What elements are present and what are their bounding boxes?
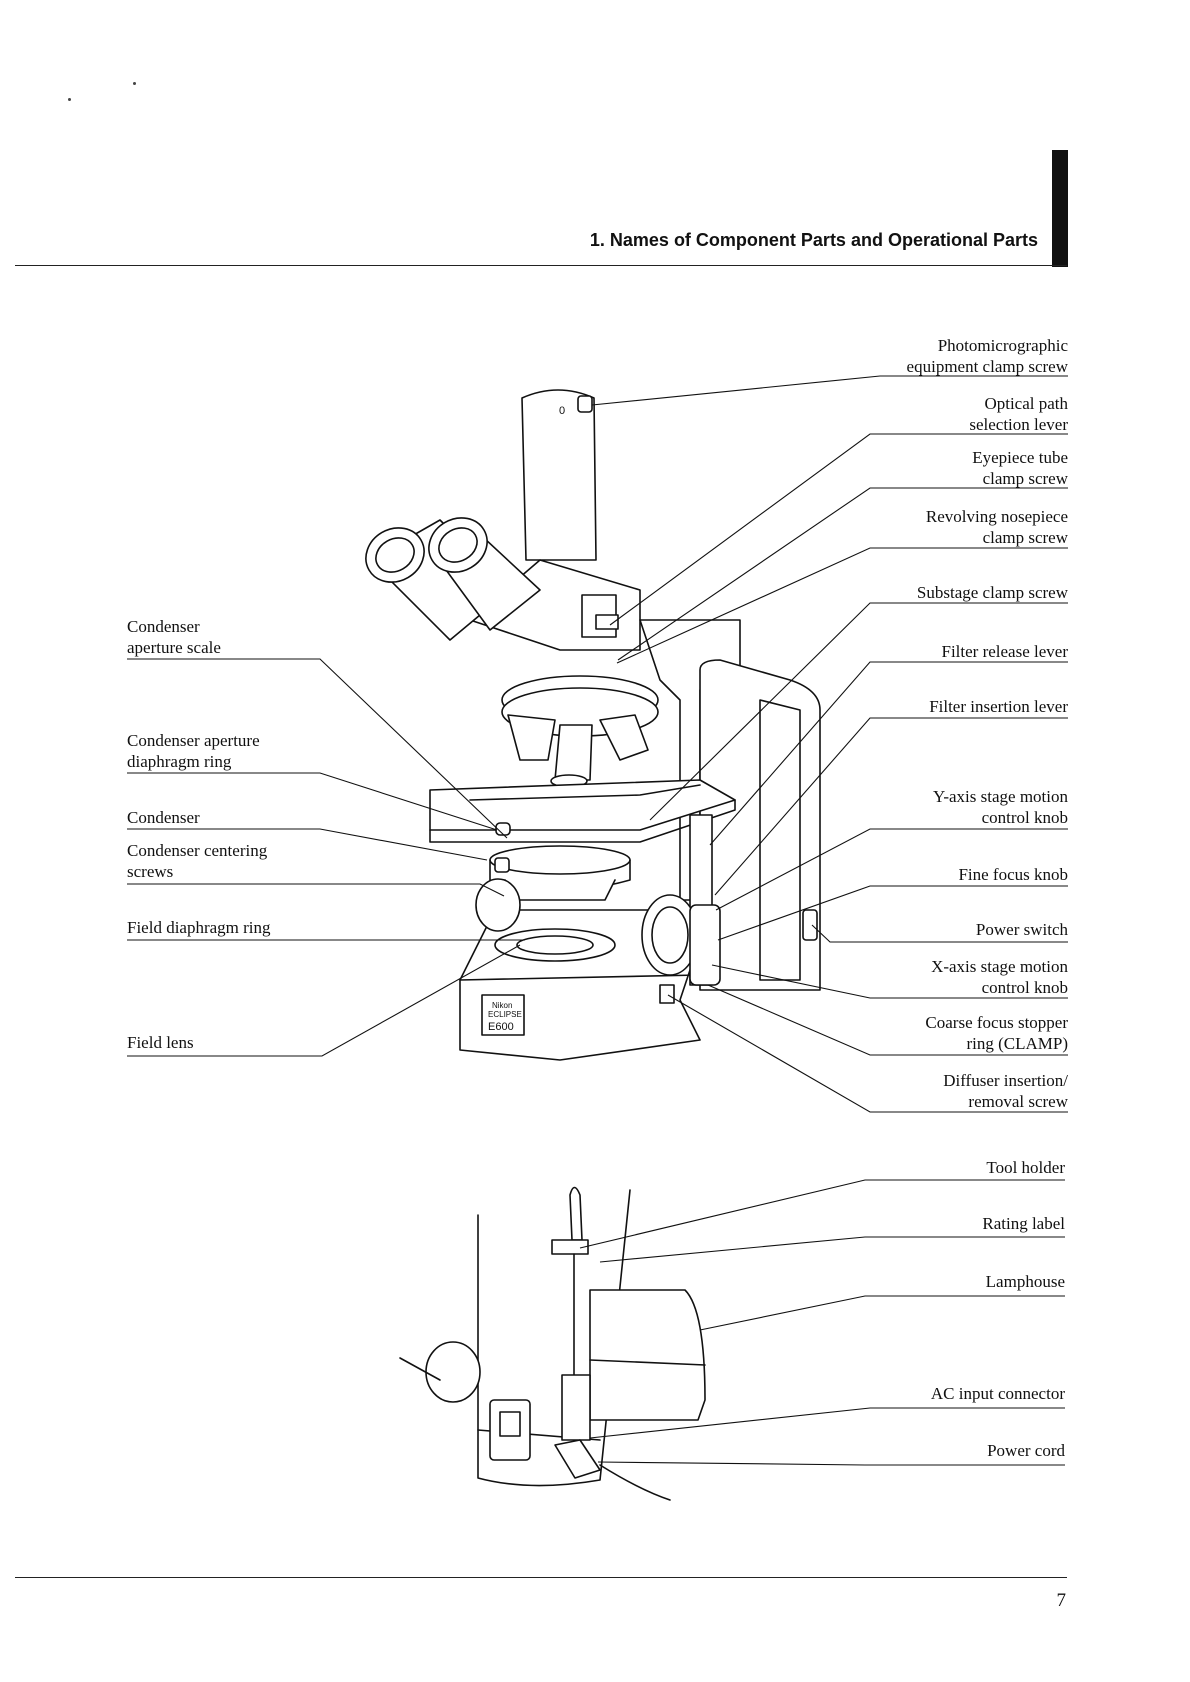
camera-tube-mark: 0 xyxy=(559,405,565,417)
label-condenser-aperture-scale: Condenser aperture scale xyxy=(127,617,221,657)
label-power-cord: Power cord xyxy=(987,1441,1065,1460)
leader-lines xyxy=(127,375,1068,1466)
label-coarse-focus-stopper-ring: Coarse focus stopper ring (CLAMP) xyxy=(925,1013,1068,1053)
brand-plate-line: Nikon xyxy=(492,1001,512,1010)
label-field-diaphragm-ring: Field diaphragm ring xyxy=(127,918,271,937)
chapter-title: 1. Names of Component Parts and Operatio… xyxy=(589,230,1038,250)
label-field-lens: Field lens xyxy=(127,1033,194,1052)
label-filter-insertion-lever: Filter insertion lever xyxy=(929,697,1068,716)
label-lamphouse: Lamphouse xyxy=(985,1272,1065,1291)
page-number: 7 xyxy=(1056,1590,1067,1611)
label-eyepiece-tube-clamp-screw: Eyepiece tube clamp screw xyxy=(972,448,1068,488)
label-condenser: Condenser xyxy=(127,808,200,827)
brand-plate: Nikon ECLIPSE E600 xyxy=(488,1001,522,1033)
label-tool-holder: Tool holder xyxy=(986,1158,1065,1177)
label-revolving-nosepiece-clamp-screw: Revolving nosepiece clamp screw xyxy=(925,507,1068,547)
margin-speck xyxy=(68,98,71,101)
brand-plate-line: ECLIPSE xyxy=(488,1010,522,1019)
header-rule xyxy=(15,265,1067,266)
microscope-main-drawing xyxy=(365,389,821,1061)
label-rating-label: Rating label xyxy=(982,1214,1065,1233)
label-condenser-centering-screws: Condenser centering screws xyxy=(127,841,268,881)
label-substage-clamp-screw: Substage clamp screw xyxy=(916,583,1068,602)
label-x-axis-stage-control-knob: X-axis stage motion control knob xyxy=(931,957,1068,997)
label-ac-input-connector: AC input connector xyxy=(930,1384,1065,1403)
margin-speck xyxy=(133,82,136,85)
label-y-axis-stage-control-knob: Y-axis stage motion control knob xyxy=(932,787,1068,827)
brand-plate-line: E600 xyxy=(488,1021,514,1033)
label-diffuser-insertion-removal-screw: Diffuser insertion/ removal screw xyxy=(943,1071,1068,1111)
label-filter-release-lever: Filter release lever xyxy=(941,642,1069,661)
label-fine-focus-knob: Fine focus knob xyxy=(958,865,1068,884)
footer-rule xyxy=(15,1577,1067,1578)
microscope-rear-drawing xyxy=(399,1186,706,1501)
label-condenser-aperture-diaphragm-ring: Condenser aperture diaphragm ring xyxy=(127,731,260,771)
label-power-switch: Power switch xyxy=(975,920,1068,939)
label-optical-path-selection-lever: Optical path selection lever xyxy=(969,394,1068,434)
chapter-tab-marker xyxy=(1052,150,1068,267)
label-photomicrographic-clamp-screw: Photomicrographic equipment clamp screw xyxy=(906,336,1068,376)
